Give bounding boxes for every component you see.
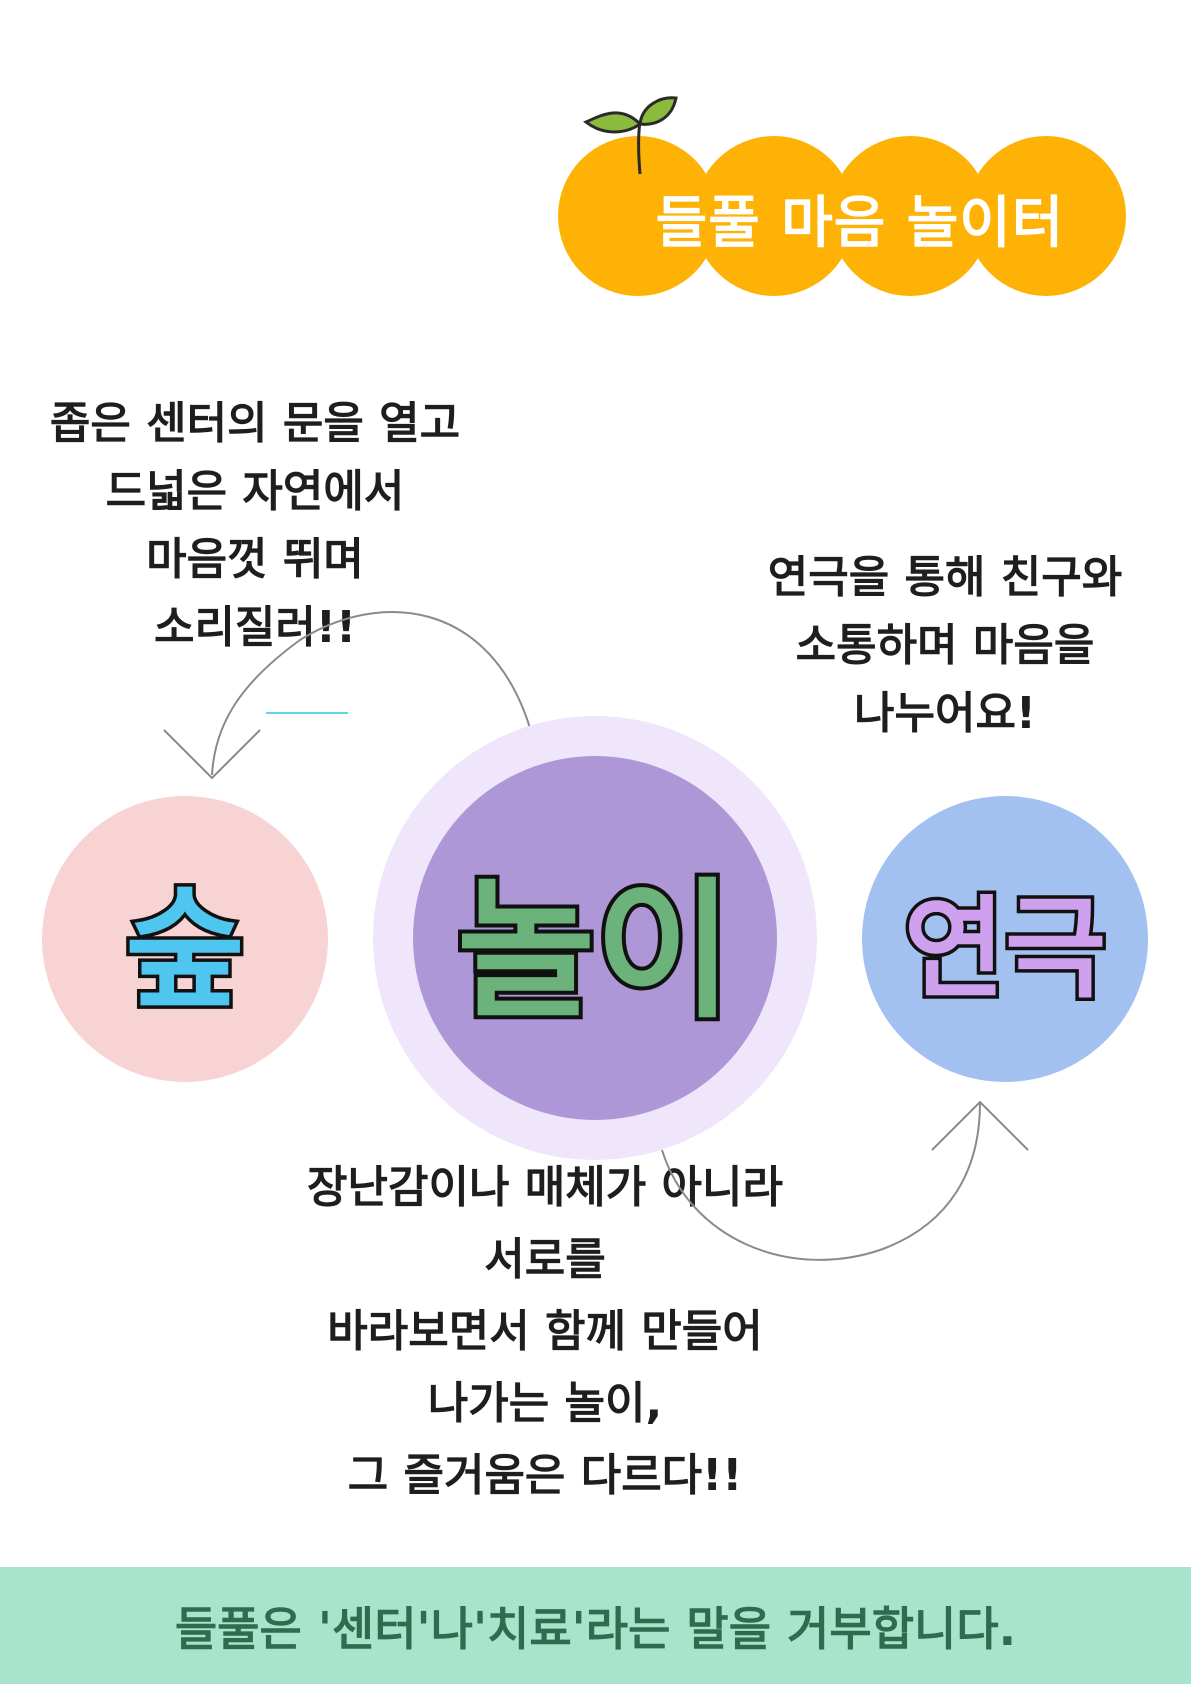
play-node-outer: 놀이 [373, 716, 817, 1160]
drama-label: 연극 [900, 882, 1109, 1017]
forest-node: 숲 [42, 796, 328, 1082]
curved-arrow-icon [163, 611, 1029, 1261]
play-node: 놀이 [413, 756, 777, 1120]
title-blob-4 [966, 136, 1126, 296]
drama-node: 연극 [862, 796, 1148, 1082]
page-title: 들풀 마음 놀이터 [655, 191, 1065, 256]
footer-banner: 들풀은 '센터'나'치료'라는 말을 거부합니다. [0, 1567, 1191, 1684]
title-blob-3 [830, 136, 990, 296]
drama-caption: 연극을 통해 친구와 소통하며 마음을 나누어요! [767, 552, 1123, 739]
footer-text: 들풀은 '센터'나'치료'라는 말을 거부합니다. [174, 1601, 1017, 1656]
title-blob-2 [694, 136, 854, 296]
play-caption: 장난감이나 매체가 아니라 서로를 바라보면서 함께 만들어 나가는 놀이, 그… [307, 1162, 783, 1501]
sprout-icon [583, 96, 678, 175]
forest-caption: 좁은 센터의 문을 열고 드넓은 자연에서 마음껏 뛰며 소리질러!! [49, 398, 461, 653]
forest-label: 숲 [122, 871, 249, 1030]
play-label: 놀이 [453, 861, 737, 1043]
